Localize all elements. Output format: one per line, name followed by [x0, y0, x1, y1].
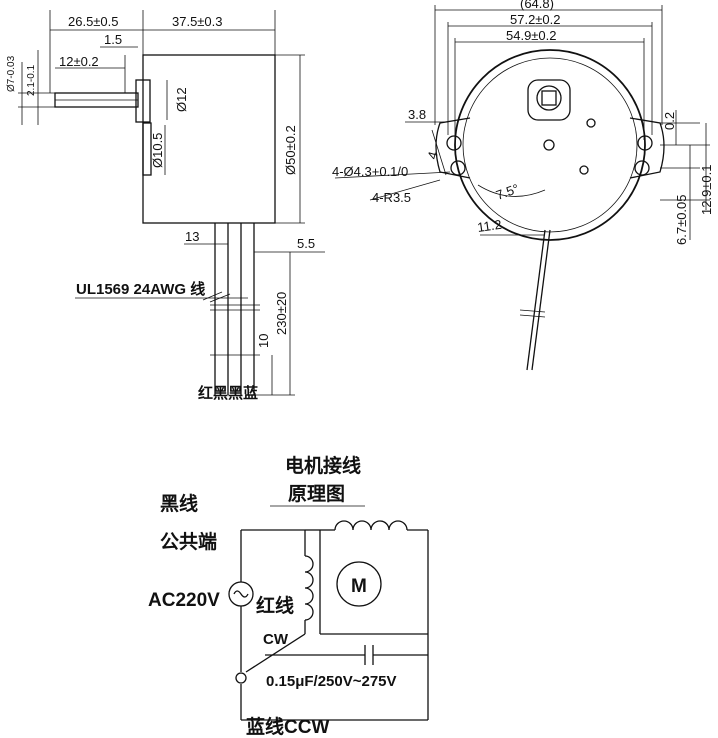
dim-1-5: 1.5: [104, 32, 122, 47]
front-view: (64.8) 57.2±0.2 54.9±0.2 3.8 4 4-Ø4.3+0.…: [332, 0, 714, 371]
dim-d12: Ø12: [174, 87, 189, 112]
common-label: 公共端: [160, 530, 217, 553]
dim-4: 4: [424, 150, 440, 161]
dim-d7: Ø7-0.03: [6, 55, 17, 92]
hole-spec: 4-Ø4.3+0.1/0: [332, 164, 408, 179]
rivet-2: [579, 165, 589, 175]
cw-label: CW: [263, 631, 289, 648]
dim-12-9: 12.9±0.1: [699, 164, 714, 215]
rivet-1: [586, 118, 596, 128]
dim-230: 230±20: [274, 292, 289, 335]
hole-left-top: [446, 135, 462, 151]
dim-57-2: 57.2±0.2: [510, 12, 561, 27]
wire-color-label: 红黑黑蓝: [198, 384, 258, 402]
schematic-title-2: 原理图: [288, 483, 345, 505]
shaft-flat: [541, 90, 557, 106]
hole-left-bottom: [450, 160, 466, 176]
left-ear: [435, 117, 471, 179]
dim-64-8: (64.8): [520, 0, 554, 11]
inner-boss: [142, 122, 152, 176]
side-view: 26.5±0.5 37.5±0.3 1.5 12±0.2 Ø7-0.03 2.1…: [6, 10, 325, 402]
radius-spec: 4-R3.5: [372, 190, 411, 205]
shaft-circle: [536, 85, 562, 111]
capacitor-label: 0.15μF/250V~275V: [266, 673, 397, 690]
coil-left: [304, 555, 314, 621]
dim-d50: Ø50±0.2: [283, 125, 298, 175]
lead-wires: [210, 223, 260, 395]
dim-26-5: 26.5±0.5: [68, 14, 119, 29]
red-wire-label: 红线: [256, 594, 294, 617]
schematic-title-1: 电机接线: [285, 454, 361, 477]
dim-3-8: 3.8: [408, 107, 426, 122]
housing-outer: [454, 49, 646, 241]
motor-label: M: [351, 576, 367, 597]
voltage-label: AC220V: [148, 590, 220, 611]
wiring-schematic: 电机接线 原理图 黑线 公共端 AC220V 红线 CW 0.15μF/250V…: [148, 454, 429, 738]
dim-0-2: 0.2: [662, 112, 677, 130]
blue-wire-label: 蓝线CCW: [246, 715, 329, 738]
wire-spec-label: UL1569 24AWG 线: [76, 280, 205, 298]
dim-11-2: 11.2: [476, 217, 502, 235]
motor-symbol: [336, 561, 382, 607]
dim-54-9: 54.9±0.2: [506, 28, 557, 43]
black-wire-label: 黑线: [160, 492, 198, 515]
front-lead: [526, 229, 546, 371]
dim-37-5: 37.5±0.3: [172, 14, 223, 29]
dim-5-5: 5.5: [297, 236, 315, 251]
dim-6-7: 6.7±0.05: [674, 194, 689, 245]
dim-10: 10: [256, 334, 271, 348]
boss-outline: [135, 79, 151, 123]
housing-inner: [462, 57, 638, 233]
dim-d10-5: Ø10.5: [150, 133, 165, 168]
dim-12: 12±0.2: [59, 54, 99, 69]
hole-right-bottom: [634, 160, 650, 176]
terminal-bottom: [235, 672, 247, 684]
hole-right-top: [637, 135, 653, 151]
angle-label: 7.5°: [494, 181, 521, 203]
shaft-boss: [527, 79, 571, 121]
dim-2-1: 2.1-0.1: [26, 64, 37, 96]
dim-13: 13: [185, 229, 199, 244]
coil-top: [334, 520, 408, 531]
center-rivet: [543, 139, 555, 151]
